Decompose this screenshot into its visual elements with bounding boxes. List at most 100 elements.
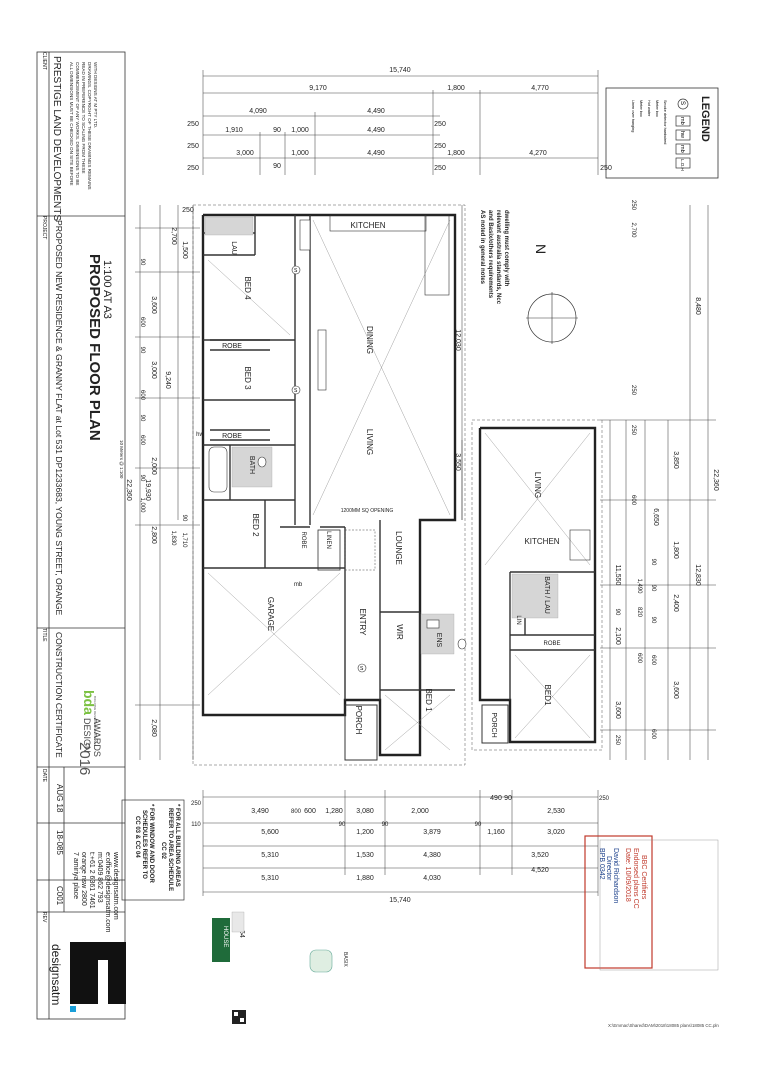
dim-left-seg-0: 1,500 xyxy=(181,241,188,259)
dim-bot-r1-1: 600 xyxy=(304,808,316,815)
project-label: PROJECT xyxy=(41,216,47,239)
title-label: TITLE xyxy=(41,628,47,642)
dim-mid-1: 3,550 xyxy=(454,453,461,471)
note-2: CC 02 xyxy=(160,842,166,860)
smoke-label-2: S xyxy=(294,388,298,394)
stamp-line-4: David Richardson xyxy=(612,848,619,903)
dim-top-r2-0: 4,090 xyxy=(249,108,267,115)
dim-left-small-7: 90 xyxy=(139,475,145,482)
room-garage: GARAGE xyxy=(266,597,275,631)
award-org: BUILDING DESIGNERS AUSTRALIA xyxy=(93,696,97,746)
legend-symbols xyxy=(675,98,691,169)
sheet-number: C001 xyxy=(55,886,64,906)
brand-name: designsatm xyxy=(49,944,63,1005)
dim-top-edge-5: 250 xyxy=(434,165,446,172)
dim-bot-r4-2: 4,030 xyxy=(423,875,441,882)
dim-left-outer: 19,930 xyxy=(144,479,151,501)
dim-bot-r1-3: 3,080 xyxy=(356,808,374,815)
project-name: PROPOSED NEW RESIDENCE & GRANNY FLAT at … xyxy=(54,220,64,616)
granny-flat: LIVING KITCHEN BATH / LAU LIN ROBE BED1 … xyxy=(471,419,603,751)
legend-symbol-3: mb xyxy=(679,145,685,153)
dim-top-r2-1: 4,490 xyxy=(367,108,385,115)
dim-top-edge-3: 250 xyxy=(434,121,446,128)
dim-top-edge-7: 250 xyxy=(182,207,194,214)
website: www.designsatm.com xyxy=(112,851,119,920)
dim-left-seg-1: 2,700 xyxy=(170,227,177,245)
compliance-note: dwelling must comply with relevant austr… xyxy=(479,210,509,305)
room-kitchen: KITCHEN xyxy=(350,221,385,230)
room-bed4: BED 4 xyxy=(243,276,252,300)
dim-right-small-4: 600 xyxy=(630,495,636,506)
phone-2: m:0409 862 793 xyxy=(96,852,103,903)
room-porch: PORCH xyxy=(354,706,363,735)
dim-top-overall: 15,740 xyxy=(389,67,411,74)
dim-top-r4-3: 4,490 xyxy=(367,150,385,157)
date-value: AUG 18 xyxy=(55,784,64,813)
stamp-line-5: Director xyxy=(605,856,612,881)
notes-line-4: WITH DESIGNS AT M PTY LTD. xyxy=(93,62,98,128)
note-0: * FOR ALL BUILDING AREAS xyxy=(174,804,180,887)
legend-text-1: Meter box xyxy=(655,100,659,117)
file-path: X:\Emmac\Shared\DAM\2018\18085 plans\180… xyxy=(608,1023,719,1028)
title-block-texts: CLIENT PRESTIGE LAND DEVELOPMENTS ALL DI… xyxy=(41,52,126,1012)
dim-top-r1-0: 9,170 xyxy=(309,85,327,92)
smoke-label-1: S xyxy=(294,268,298,274)
dim-left-seg-3: 3,000 xyxy=(150,361,157,379)
note-5: CC 03 & CC 04 xyxy=(134,816,140,858)
compliance-1: relevant australia standards, Ncc xyxy=(495,210,501,305)
dim-left-small-2: 90 xyxy=(139,347,145,354)
dim-top-edge-2: 250 xyxy=(187,165,199,172)
legend-text-3: Meter box xyxy=(639,100,643,117)
dim-top-r1-2: 4,770 xyxy=(531,85,549,92)
dim-bot-r4-3: 4,520 xyxy=(531,867,549,874)
dim-right-small-2: 250 xyxy=(630,385,636,396)
legend-symbol-2: hw xyxy=(679,131,685,138)
dim-bot-r2-4: 3,020 xyxy=(547,829,565,836)
date-label: DATE xyxy=(41,769,47,783)
dim-bot-r4-1: 1,880 xyxy=(356,875,374,882)
room-bed2: BED 2 xyxy=(251,513,260,537)
gf-kitchen: KITCHEN xyxy=(524,537,559,546)
dim-bot-r1-0: 3,490 xyxy=(251,808,269,815)
note-4: SCHEDULES REFER TO xyxy=(141,810,147,879)
legend-text-2: Hot water xyxy=(647,100,651,117)
client-name: PRESTIGE LAND DEVELOPMENTS xyxy=(51,56,62,221)
compliance-2: and Basix/others requirements xyxy=(487,210,493,299)
gf-lin: LIN xyxy=(515,615,521,624)
basix-label: BASIX xyxy=(342,952,348,967)
dim-left-seg-5: 2,800 xyxy=(150,526,157,544)
dim-top-r3-0: 1,910 xyxy=(225,127,243,134)
north-label: N xyxy=(533,244,549,254)
dim-left-small-6: 1,000 xyxy=(139,497,145,513)
dimension-texts: 15,740 9,170 1,800 4,770 4,090 4,490 1,9… xyxy=(125,67,719,904)
room-bath: BATH xyxy=(248,456,255,474)
dim-top-r3-2: 1,000 xyxy=(291,127,309,134)
dim-left-small-4: 90 xyxy=(139,415,145,422)
room-lounge: LOUNGE xyxy=(394,531,403,565)
qr-code xyxy=(232,1010,246,1024)
notes-box: * FOR ALL BUILDING AREAS REFER TO AREA S… xyxy=(121,799,185,901)
dim-right-small-11: 600 xyxy=(636,653,642,664)
dim-bot-small-0: 250 xyxy=(191,801,202,807)
dim-right-small-1: 2,700 xyxy=(630,222,636,238)
award-line-2: AWARDS xyxy=(92,718,102,757)
smoke-detectors xyxy=(291,265,367,673)
job-number: 18-085 xyxy=(55,830,64,855)
dim-right-r2-1: 11,550 xyxy=(614,565,621,586)
dim-right-r3-1: 1,800 xyxy=(672,541,679,559)
dim-bot-r3-3: 3,520 xyxy=(531,852,549,859)
dim-top-r4-0: 3,000 xyxy=(236,150,254,157)
dim-right-r3-4: 3,600 xyxy=(672,681,679,699)
notes-line-3: DRAWINGS. COPYRIGHT OF THESE DRAWINGS RE… xyxy=(87,62,92,190)
legend: LEGEND S mb hw mb L.O.H Smoke detector h… xyxy=(605,87,719,179)
basix-badge: HOUSE xyxy=(222,926,228,947)
dim-right-small-0: 250 xyxy=(630,200,636,211)
dim-left-mid: 9,240 xyxy=(164,371,171,389)
dim-top-r1-1: 1,800 xyxy=(447,85,465,92)
dim-right-r1-0: 8,480 xyxy=(694,297,701,315)
dim-bot-r1-5: 490 xyxy=(490,795,502,802)
dim-mid-0: 12,030 xyxy=(454,329,461,351)
dim-right-small-3: 250 xyxy=(630,425,636,436)
dim-top-edge-1: 250 xyxy=(187,143,199,150)
